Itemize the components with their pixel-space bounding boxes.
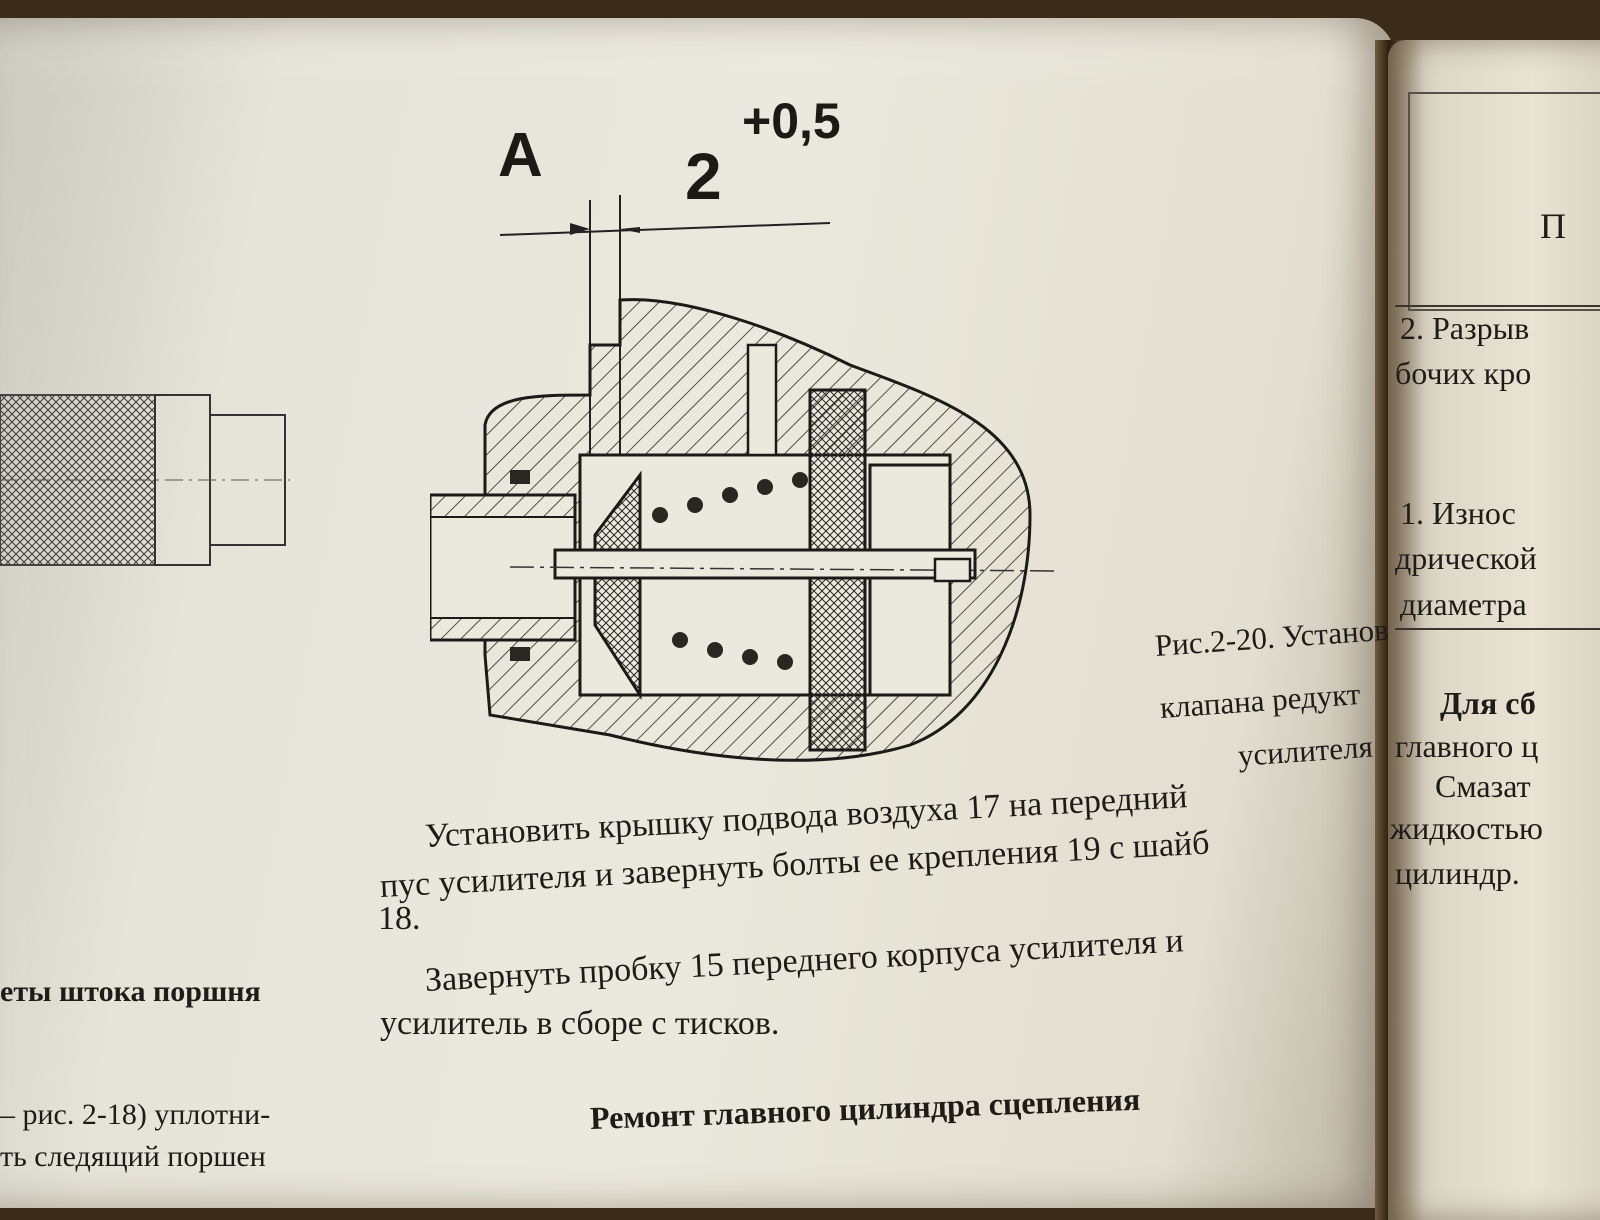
left-section-fragment: еты штока поршня (0, 975, 261, 1008)
right-page (1388, 40, 1600, 1220)
right-page-rule-2 (1395, 628, 1600, 630)
right-page-rule-1 (1395, 305, 1600, 307)
paragraph-1-line-3: 18. (378, 900, 421, 937)
right-line-7: главного ц (1395, 728, 1539, 764)
right-page-table-box (1408, 92, 1600, 311)
left-bottom-line-2: ть следящий поршен (0, 1140, 266, 1173)
right-box-letter: П (1540, 206, 1566, 246)
left-bottom-line-1: – рис. 2-18) уплотни- (0, 1098, 271, 1131)
right-line-8: Смазат (1435, 768, 1531, 804)
right-line-9: жидкостью (1390, 810, 1543, 846)
right-line-3: 1. Износ (1400, 495, 1516, 531)
dimension-base-value: 2 (685, 139, 722, 213)
right-line-4: дрической (1395, 540, 1537, 576)
valve-cross-section-diagram (430, 195, 1061, 762)
paragraph-2-line-2: усилитель в сборе с тисков. (380, 1005, 780, 1042)
right-line-5: диаметра (1400, 586, 1527, 622)
right-line-2: бочих кро (1395, 355, 1532, 391)
right-line-10: цилиндр. (1395, 855, 1520, 891)
right-line-6: Для сб (1440, 685, 1536, 721)
dimension-tolerance: +0,5 (742, 93, 841, 149)
adjacent-figure-fragment (0, 394, 290, 566)
right-line-1: 2. Разрыв (1400, 310, 1530, 346)
dimension-letter-a: A (498, 121, 543, 190)
